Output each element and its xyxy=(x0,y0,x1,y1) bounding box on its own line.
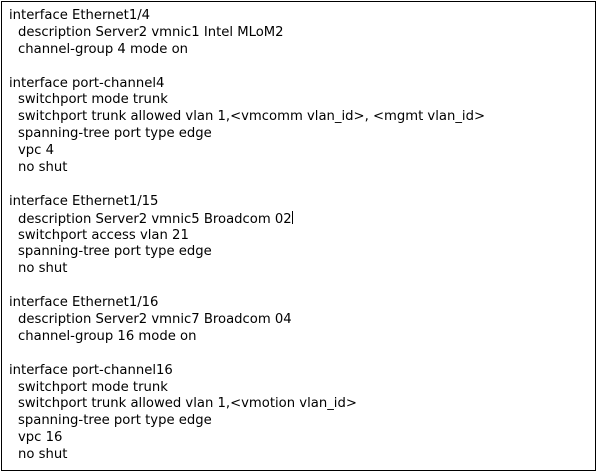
config-line-text: switchport mode trunk xyxy=(18,92,168,108)
interface-header-line: interface port-channel16 xyxy=(9,363,485,380)
config-line-text: switchport access vlan 21 xyxy=(18,227,189,243)
config-line-text: description Server2 vmnic5 Broadcom 02 xyxy=(18,211,292,227)
config-command-line: switchport mode trunk xyxy=(9,380,485,397)
config-command-line: switchport trunk allowed vlan 1,<vmcomm … xyxy=(9,109,485,126)
blank-line xyxy=(9,346,485,363)
config-command-line: spanning-tree port type edge xyxy=(9,126,485,143)
interface-header-line: interface port-channel4 xyxy=(9,76,485,93)
text-cursor xyxy=(291,210,293,224)
config-line-text: interface Ethernet1/4 xyxy=(9,8,151,23)
config-command-line: no shut xyxy=(9,447,485,464)
config-command-line: vpc 16 xyxy=(9,430,485,447)
config-line-text: no shut xyxy=(18,261,68,277)
config-line-text: switchport mode trunk xyxy=(18,379,168,395)
config-command-line: spanning-tree port type edge xyxy=(9,413,485,430)
config-line-text: interface Ethernet1/16 xyxy=(9,295,159,311)
config-line-text: switchport trunk allowed vlan 1,<vmcomm … xyxy=(18,109,486,125)
config-line-text: description Server2 vmnic1 Intel MLoM2 xyxy=(18,24,284,40)
config-command-line: description Server2 vmnic7 Broadcom 04 xyxy=(9,312,485,329)
config-line-text: vpc 16 xyxy=(18,430,63,446)
interface-header-line: interface Ethernet1/16 xyxy=(9,295,485,312)
config-command-line: no shut xyxy=(9,261,485,278)
config-line-text: vpc 4 xyxy=(18,143,55,159)
config-line-text: no shut xyxy=(18,447,68,463)
blank-line xyxy=(9,177,485,194)
config-command-line: switchport trunk allowed vlan 1,<vmotion… xyxy=(9,396,485,413)
interface-header-line: interface Ethernet1/15 xyxy=(9,194,485,211)
config-line-text: channel-group 16 mode on xyxy=(18,328,197,344)
blank-line xyxy=(9,59,485,76)
config-line-text: interface port-channel4 xyxy=(9,75,165,91)
config-command-line: switchport mode trunk xyxy=(9,92,485,109)
config-line-text: spanning-tree port type edge xyxy=(18,413,212,429)
config-command-line: channel-group 16 mode on xyxy=(9,329,485,346)
config-command-line: switchport access vlan 21 xyxy=(9,228,485,245)
blank-line xyxy=(9,278,485,295)
config-command-line: no shut xyxy=(9,160,485,177)
config-line-text: switchport trunk allowed vlan 1,<vmotion… xyxy=(18,396,357,412)
config-line-text: description Server2 vmnic7 Broadcom 04 xyxy=(18,312,292,328)
config-line-text: interface port-channel16 xyxy=(9,362,173,378)
config-command-line: description Server2 vmnic1 Intel MLoM2 xyxy=(9,25,485,42)
config-line-text: spanning-tree port type edge xyxy=(18,244,212,260)
config-command-line: description Server2 vmnic5 Broadcom 02 xyxy=(9,210,485,228)
config-line-text: channel-group 4 mode on xyxy=(18,41,189,57)
config-line-text: interface Ethernet1/15 xyxy=(9,193,159,209)
config-command-line: vpc 4 xyxy=(9,143,485,160)
config-line-text: spanning-tree port type edge xyxy=(18,126,212,142)
config-command-line: channel-group 4 mode on xyxy=(9,42,485,59)
config-command-line: spanning-tree port type edge xyxy=(9,244,485,261)
config-line-text: no shut xyxy=(18,160,68,176)
interface-header-line: interface Ethernet1/4 xyxy=(9,8,485,25)
